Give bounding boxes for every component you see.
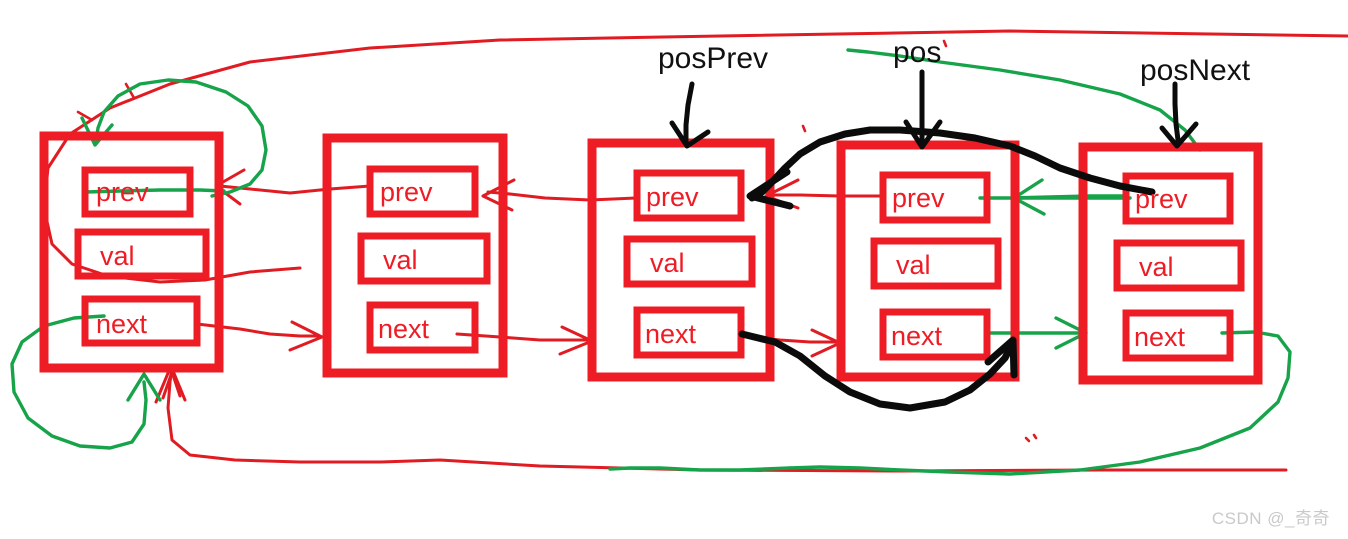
node-2-val-box xyxy=(357,232,491,285)
node-3-prev-label: prev xyxy=(646,182,699,212)
node-4-val-box xyxy=(870,237,1002,290)
node-4-next-label: next xyxy=(891,321,943,351)
node-5[interactable] xyxy=(1078,142,1263,385)
red-next-link-2-to-3 xyxy=(455,332,590,342)
red-tail-wrap-path xyxy=(166,366,1288,473)
red-next-link-1-to-2 xyxy=(195,322,320,338)
stray-ink-layer xyxy=(801,39,1038,443)
green-top-right-path xyxy=(846,48,1202,152)
black-next-arc-arrowhead xyxy=(984,336,1018,379)
black-prev-arc-5-to-3 xyxy=(748,126,1156,202)
node-3-prev-box xyxy=(633,169,745,222)
node-5-val-label: val xyxy=(1139,252,1174,282)
stray-mark-4 xyxy=(801,124,807,133)
posprev-leader-arrowhead xyxy=(669,120,711,149)
red-prev-link-3-to-2 xyxy=(486,190,638,202)
node-1-val-label: val xyxy=(100,241,135,271)
node-1[interactable] xyxy=(39,131,224,373)
node-2-outer xyxy=(322,133,508,378)
node-1-prev-box xyxy=(81,166,194,218)
node-5-val-box xyxy=(1113,239,1245,292)
node-5-prev-label: prev xyxy=(1135,184,1188,214)
black-next-arc-3-to-5 xyxy=(738,330,1016,412)
node-2-next-box xyxy=(366,301,479,354)
green-right-wrap-path xyxy=(788,330,1292,476)
node-4-val-label: val xyxy=(896,250,931,280)
pointer-label-text-layer: posPrev pos posNext xyxy=(658,36,1251,87)
node-boxes-layer xyxy=(39,131,1263,385)
node-2-val-label: val xyxy=(383,245,418,275)
node-5-next-label: next xyxy=(1134,322,1186,352)
node-1-prev-label: prev xyxy=(96,177,149,207)
node-2-next-label: next xyxy=(378,314,430,344)
pointer-label-posnext: posNext xyxy=(1140,54,1251,87)
node-1-next-label: next xyxy=(96,309,148,339)
green-bottom-left-tail xyxy=(608,466,792,472)
node-4-prev-label: prev xyxy=(892,183,945,213)
csdn-watermark: CSDN @_奇奇 xyxy=(1211,509,1330,528)
field-text-layer: prev val next prev val next prev val nex… xyxy=(96,177,1188,352)
pointer-label-pos: pos xyxy=(893,36,941,69)
node-4-outer xyxy=(836,140,1020,382)
node-3[interactable] xyxy=(587,138,775,382)
posprev-leader xyxy=(683,81,695,145)
stray-mark-1 xyxy=(942,39,948,48)
node-2-prev-label: prev xyxy=(380,177,433,207)
stray-mark-3 xyxy=(1032,433,1038,440)
node-1-outer xyxy=(39,131,224,373)
pos-leader-arrowhead xyxy=(903,119,943,150)
pointer-leader-layer xyxy=(669,69,1199,150)
red-link-layer xyxy=(42,29,1348,473)
black-link-layer xyxy=(738,126,1156,412)
black-prev-arc-arrowhead xyxy=(746,168,794,210)
red-prev-link-4-to-3 xyxy=(773,193,886,198)
node-4-next-box xyxy=(879,308,991,361)
node-4[interactable] xyxy=(836,140,1020,382)
node-3-outer xyxy=(587,138,775,382)
red-head-wrap-path xyxy=(42,29,1348,284)
node-5-prev-box xyxy=(1122,172,1234,225)
posnext-leader-arrowhead xyxy=(1159,121,1199,149)
stray-mark-2 xyxy=(1024,436,1031,443)
node-3-val-box xyxy=(623,235,756,288)
node-1-next-box xyxy=(81,295,201,347)
green-prev-in-node1 xyxy=(84,188,226,194)
node-5-next-box xyxy=(1122,309,1234,362)
node-2-prev-box xyxy=(366,165,479,218)
green-loop-bottom-arrowhead xyxy=(126,372,162,402)
node-3-val-label: val xyxy=(650,248,685,278)
node-1-val-box xyxy=(74,228,210,280)
node-2[interactable] xyxy=(322,133,508,378)
node-5-outer xyxy=(1078,142,1263,385)
posnext-leader xyxy=(1172,81,1181,143)
red-head-wrap-tick2 xyxy=(76,110,94,122)
red-next-arrowhead-1 xyxy=(288,320,324,352)
node-4-prev-box xyxy=(879,171,991,224)
green-loop-into-node1 xyxy=(94,78,268,198)
pointer-label-posprev: posPrev xyxy=(658,42,768,75)
node-3-next-label: next xyxy=(645,319,697,349)
